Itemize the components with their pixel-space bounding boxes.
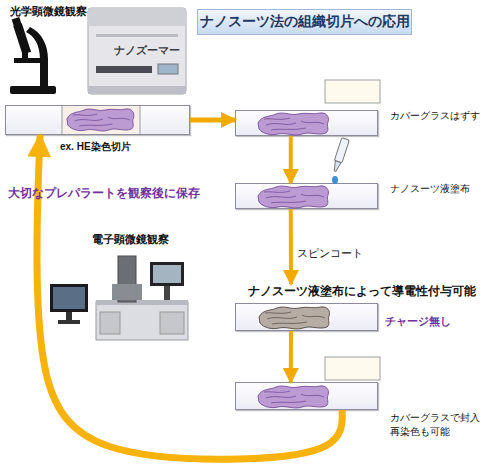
dropper-body (334, 138, 349, 163)
title: ナノスーツ法の組織切片への応用 (200, 13, 410, 31)
scanner-display (158, 64, 178, 74)
cover-glass (325, 357, 380, 380)
microscope-stage (14, 58, 48, 63)
microscope-tube (13, 23, 31, 54)
glass-slide (5, 105, 190, 135)
microscope-arm (26, 27, 48, 86)
sem-monitor-screen (53, 287, 85, 309)
slide-node: ナノスーツ液塗布によって導電性付与可能チャージ無し (235, 284, 485, 331)
flow-arrow (289, 331, 293, 382)
sem-monitor-frame (50, 284, 88, 312)
flow-arrow (190, 117, 235, 122)
caption-label: 電子顕微鏡観察 (92, 232, 169, 247)
sem-monitor-foot (58, 320, 80, 324)
glass-slide (235, 110, 378, 136)
microscope-objective (22, 52, 28, 58)
microscope-icon (10, 17, 56, 94)
scanner-slot (96, 66, 152, 73)
sem-console (96, 302, 188, 340)
scanner-body (88, 8, 186, 94)
caption-label: 光学顕微鏡観察 (10, 4, 87, 19)
sem-panel (160, 312, 184, 334)
slide-node: ex. HE染色切片 (5, 105, 190, 135)
slide-label: カバーグラスはずす (390, 109, 498, 123)
microscope-knob (40, 66, 48, 74)
cover-glass (325, 80, 380, 103)
title-box: ナノスーツ法の組織切片への応用 (197, 9, 412, 35)
slide-scanner (88, 8, 186, 94)
flow-arrow (289, 136, 293, 183)
scanner-line (96, 34, 178, 37)
sem-chamber (112, 284, 142, 300)
dropper (331, 138, 349, 173)
slide-label: ナノスーツ液塗布 (390, 182, 490, 196)
sem-screen-image (153, 265, 181, 283)
sem-screen-frame (150, 262, 184, 286)
slide-node: カバーグラスで封入 再染色も可能 (235, 382, 378, 410)
electron-microscope (50, 256, 188, 340)
flow-arrow (289, 209, 293, 284)
sem-monitor-stand (66, 312, 72, 320)
arrow-label: スピンコート (297, 246, 363, 261)
scanner-foot (88, 86, 186, 94)
sem-screen-stand (164, 286, 170, 300)
dropper-tip (332, 161, 341, 172)
caption-label: ナノズーマー (114, 44, 180, 58)
sem-desk (96, 300, 188, 305)
slide-label: チャージ無し (385, 314, 475, 329)
slide-label: ナノスーツ液塗布によって導電性付与可能 (248, 284, 485, 300)
arrow-label: 大切なプレパラートを観察後に保存 (8, 186, 200, 201)
sem-column (118, 256, 136, 302)
slide-node: ナノスーツ液塗布 (235, 183, 378, 209)
microscope-base (10, 86, 56, 94)
scanner-top (88, 8, 186, 26)
slide-label: ex. HE染色切片 (60, 140, 185, 154)
slide-node: カバーグラスはずす (235, 110, 378, 136)
microscope-eyepiece (12, 17, 23, 29)
glass-slide (235, 382, 378, 410)
glass-slide (235, 183, 378, 209)
glass-slide (235, 303, 378, 331)
sem-panel (100, 312, 120, 334)
slide-label: カバーグラスで封入 再染色も可能 (390, 411, 486, 438)
